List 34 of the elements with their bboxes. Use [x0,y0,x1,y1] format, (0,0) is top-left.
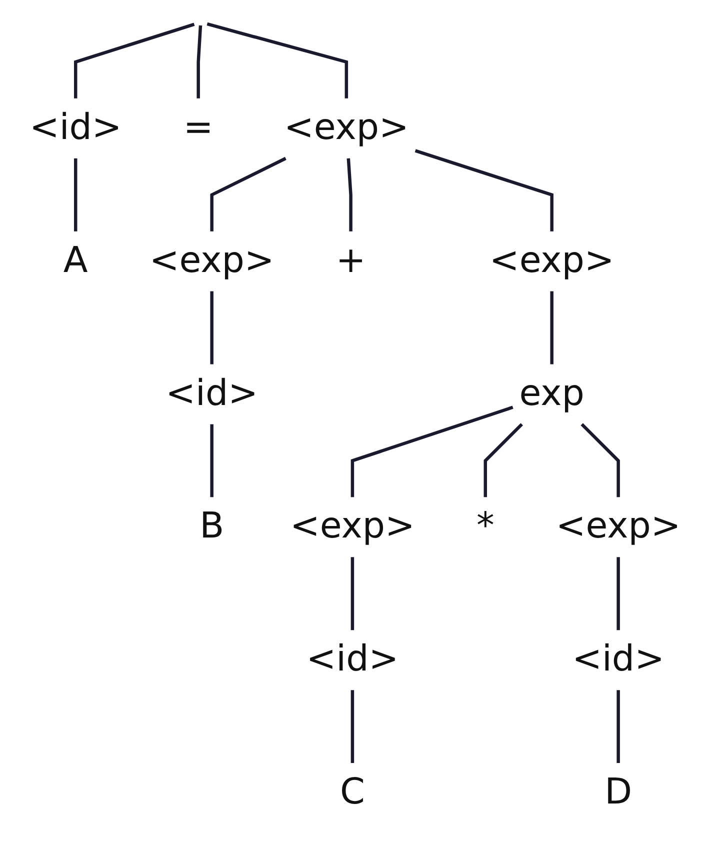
grammar-symbol: <id> [166,373,258,414]
tree-branch-line [74,22,195,98]
grammar-symbol: * [476,506,494,547]
tree-branch-line [206,22,348,98]
grammar-symbol: <id> [306,639,399,680]
grammar-symbol: B [200,506,224,547]
grammar-symbol: <exp> [489,240,614,282]
tree-branch-line [210,424,214,497]
grammar-symbol: <exp> [290,506,415,547]
tree-branch-line [350,690,354,763]
tree-branch-line [196,24,202,98]
grammar-symbol: + [336,240,366,282]
grammar-symbol: exp [519,373,584,414]
tree-branch-line [346,158,352,231]
tree-branch-line [414,148,554,231]
grammar-symbol: <id> [572,639,664,680]
tree-branch-line [580,422,620,497]
grammar-symbol: D [604,772,632,813]
tree-branch-line [210,156,286,231]
grammar-symbol: A [63,240,88,282]
tree-branch-line [484,422,523,497]
tree-branch-line [616,556,620,630]
tree-branch-line [550,290,554,364]
grammar-symbol: <id> [29,108,122,148]
grammar-symbol: <exp> [556,506,681,547]
grammar-symbol: C [340,772,365,813]
tree-branch-line [74,158,78,231]
grammar-symbol: <exp> [284,108,409,148]
grammar-symbol: = [183,108,214,148]
tree-branch-line [350,405,514,497]
tree-branch-line [350,556,354,630]
grammar-symbol: <exp> [149,240,274,282]
tree-branch-line [616,690,620,763]
tree-branch-line [210,290,214,364]
